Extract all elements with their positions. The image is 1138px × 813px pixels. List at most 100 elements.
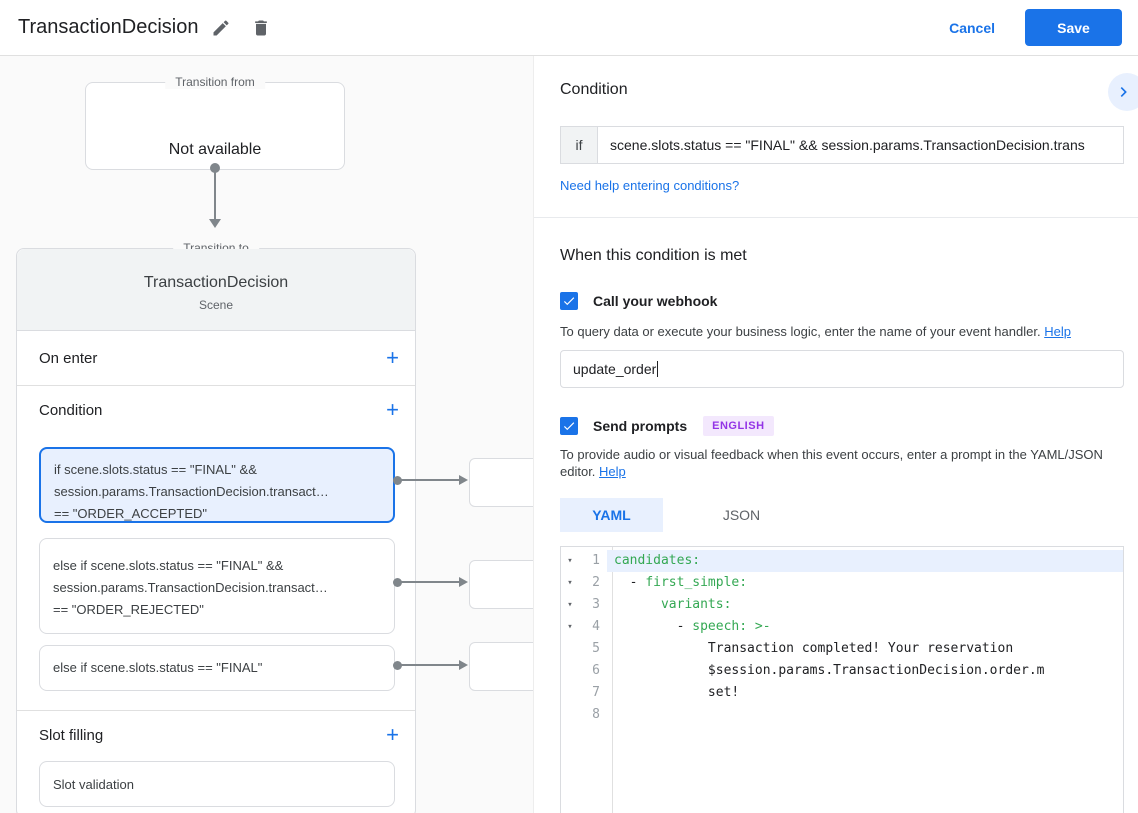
fold-spacer — [561, 682, 579, 704]
webhook-name-value: update_order — [573, 361, 657, 377]
connector-arrowhead-icon — [459, 660, 468, 670]
connector-line — [400, 664, 460, 666]
webhook-description-text: To query data or execute your business l… — [560, 324, 1041, 339]
prompts-help-link[interactable]: Help — [599, 464, 626, 479]
slot-filling-section-header: Slot filling + — [17, 719, 415, 751]
transition-to-box: Transition to TransactionDecision Scene … — [16, 241, 416, 813]
connector-dot — [393, 578, 402, 587]
prompts-checkbox-row: Send prompts ENGLISH — [560, 416, 774, 436]
connector-line — [214, 171, 216, 219]
condition-expression-field[interactable]: if scene.slots.status == "FINAL" && sess… — [560, 126, 1124, 164]
transition-from-content: Not available — [168, 141, 262, 158]
fold-arrow-icon[interactable]: ▾ — [567, 578, 573, 588]
transition-from-legend: Transition from — [165, 75, 265, 89]
condition-text-line: session.params.TransactionDecision.trans… — [54, 484, 329, 499]
transition-target-box-1[interactable] — [469, 458, 533, 507]
connector-dot — [393, 661, 402, 670]
fold-arrow-icon[interactable]: ▾ — [567, 600, 573, 610]
code-text: $session.params.TransactionDecision.orde… — [614, 663, 1045, 678]
condition-text-line: if scene.slots.status == "FINAL" && — [54, 462, 257, 477]
line-number: 1 — [592, 553, 600, 568]
condition-text-line: session.params.TransactionDecision.trans… — [53, 580, 328, 595]
connector-dot — [393, 476, 402, 485]
webhook-help-link[interactable]: Help — [1044, 324, 1071, 339]
line-number: 5 — [592, 641, 600, 656]
connector-dot — [210, 163, 220, 173]
condition-card-1[interactable]: if scene.slots.status == "FINAL" && sess… — [39, 447, 395, 523]
slot-filling-label: Slot filling — [39, 726, 104, 744]
save-button[interactable]: Save — [1025, 9, 1122, 46]
cancel-button[interactable]: Cancel — [949, 19, 995, 36]
fold-spacer — [561, 660, 579, 682]
delete-scene-button[interactable] — [244, 11, 278, 45]
edit-title-button[interactable] — [204, 11, 238, 45]
trash-icon — [255, 20, 268, 35]
if-prefix-label: if — [561, 127, 598, 163]
condition-text-line: == "ORDER_ACCEPTED" — [54, 506, 207, 521]
panel-divider — [534, 217, 1138, 218]
condition-text-line: == "ORDER_REJECTED" — [53, 602, 204, 617]
editor-line[interactable]: ▾ 1 candidates: — [561, 550, 1123, 572]
prompts-description: To provide audio or visual feedback when… — [560, 446, 1116, 480]
when-met-heading: When this condition is met — [560, 247, 747, 264]
editor-line[interactable]: 8 — [561, 704, 1123, 726]
line-number: 3 — [592, 597, 600, 612]
page-title: TransactionDecision — [18, 16, 199, 38]
transition-from-box: Transition from Not available — [85, 75, 345, 170]
fold-spacer — [561, 704, 579, 726]
condition-card-2[interactable]: else if scene.slots.status == "FINAL" &&… — [39, 538, 395, 634]
editor-line[interactable]: 5 Transaction completed! Your reservatio… — [561, 638, 1123, 660]
webhook-checkbox[interactable] — [560, 292, 578, 310]
connector-arrowhead-icon — [459, 577, 468, 587]
condition-section-header: Condition + — [17, 394, 415, 426]
condition-section-label: Condition — [39, 401, 103, 419]
transition-target-box-3[interactable] — [469, 642, 533, 691]
slot-validation-label: Slot validation — [53, 776, 134, 792]
scene-diagram-canvas: Transition from Not available Transition… — [0, 56, 533, 813]
transition-target-box-2[interactable] — [469, 560, 533, 609]
add-slot-button[interactable]: + — [386, 722, 399, 747]
condition-expression-value[interactable]: scene.slots.status == "FINAL" && session… — [610, 137, 1085, 153]
line-number: 4 — [592, 619, 600, 634]
code-text — [607, 704, 1123, 726]
condition-help-link[interactable]: Need help entering conditions? — [560, 178, 740, 193]
code-text: - first_simple: — [629, 575, 748, 590]
editor-line[interactable]: ▾ 4 - speech: >- — [561, 616, 1123, 638]
fold-arrow-icon[interactable]: ▾ — [567, 556, 573, 566]
editor-format-tabs: YAML JSON — [560, 498, 820, 532]
tab-yaml[interactable]: YAML — [560, 498, 663, 532]
checkmark-icon — [563, 422, 575, 431]
tab-json[interactable]: JSON — [722, 507, 761, 523]
connector-arrowhead-icon — [209, 219, 221, 228]
collapse-panel-button[interactable] — [1108, 73, 1138, 111]
line-number: 2 — [592, 575, 600, 590]
editor-line[interactable]: 6 $session.params.TransactionDecision.or… — [561, 660, 1123, 682]
slot-validation-card[interactable]: Slot validation — [39, 761, 395, 807]
top-bar: TransactionDecision Cancel Save — [0, 0, 1138, 56]
fold-spacer — [561, 638, 579, 660]
editor-line[interactable]: ▾ 2 - first_simple: — [561, 572, 1123, 594]
condition-text-line: else if scene.slots.status == "FINAL" && — [53, 558, 284, 573]
code-text: candidates: — [607, 550, 1123, 572]
editor-line[interactable]: 7 set! — [561, 682, 1123, 704]
send-prompts-label: Send prompts — [593, 418, 688, 434]
add-on-enter-button[interactable]: + — [386, 345, 399, 370]
add-condition-button[interactable]: + — [386, 397, 399, 422]
condition-card-3[interactable]: else if scene.slots.status == "FINAL" — [39, 645, 395, 691]
send-prompts-checkbox[interactable] — [560, 417, 578, 435]
webhook-name-input[interactable]: update_order — [560, 350, 1124, 388]
language-badge: ENGLISH — [703, 416, 774, 436]
chevron-right-icon — [1120, 87, 1127, 97]
checkmark-icon — [563, 297, 575, 306]
code-text: - speech: >- — [676, 619, 771, 634]
fold-arrow-icon[interactable]: ▾ — [567, 622, 573, 632]
webhook-label: Call your webhook — [593, 293, 718, 309]
scene-type-label: Scene — [198, 298, 234, 312]
on-enter-section: On enter + — [17, 331, 415, 386]
on-enter-label: On enter — [39, 349, 98, 367]
webhook-checkbox-row: Call your webhook — [560, 292, 717, 310]
editor-line[interactable]: ▾3 variants: — [561, 594, 1123, 616]
condition-detail-panel: Condition if scene.slots.status == "FINA… — [533, 56, 1138, 813]
